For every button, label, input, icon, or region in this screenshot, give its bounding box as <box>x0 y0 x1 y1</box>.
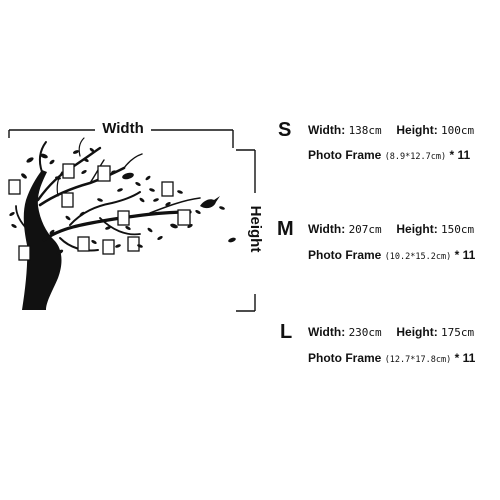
photo-frame-label: Photo Frame <box>308 351 382 365</box>
photo-frame <box>62 163 75 179</box>
width-value: 207cm <box>348 223 382 236</box>
photo-frame <box>77 236 90 252</box>
height-dimension-label: Height <box>246 193 264 265</box>
photo-frame <box>102 239 115 255</box>
photo-frame <box>97 165 111 182</box>
width-dimension-label: Width <box>97 120 149 138</box>
size-m-letter: M <box>277 218 294 240</box>
size-s-photo-frame: Photo Frame (8.9*12.7cm) * 11 <box>308 148 470 164</box>
size-s-letter: S <box>278 119 292 141</box>
bird-icon <box>200 196 220 209</box>
photo-frame-count: * 11 <box>454 351 476 365</box>
photo-frame <box>18 245 31 261</box>
photo-frame-size: (8.9*12.7cm) <box>384 152 447 162</box>
tree-trunk <box>22 170 62 310</box>
width-dimension-bracket <box>8 129 234 148</box>
photo-frame-size: (10.2*15.2cm) <box>384 252 452 262</box>
height-value: 175cm <box>441 326 475 339</box>
height-value: 100cm <box>441 124 475 137</box>
size-m-dimensions: Width: 207cm Height: 150cm <box>308 222 474 237</box>
width-label: Width: <box>308 222 346 236</box>
photo-frame <box>161 181 174 197</box>
photo-frame <box>61 192 74 208</box>
size-l-dimensions: Width: 230cm Height: 175cm <box>308 325 474 340</box>
size-m-photo-frame: Photo Frame (10.2*15.2cm) * 11 <box>308 248 475 264</box>
photo-frame-size: (12.7*17.8cm) <box>384 355 452 365</box>
photo-frame <box>127 236 140 252</box>
photo-frame-label: Photo Frame <box>308 148 382 162</box>
photo-frames <box>8 163 191 261</box>
photo-frame-count: * 11 <box>454 248 476 262</box>
size-l-letter: L <box>280 321 293 343</box>
height-value: 150cm <box>441 223 475 236</box>
height-label: Height: <box>396 325 438 339</box>
height-label: Height: <box>396 222 438 236</box>
width-value: 230cm <box>348 326 382 339</box>
photo-frame-count: * 11 <box>449 148 471 162</box>
width-label: Width: <box>308 123 346 137</box>
size-s-dimensions: Width: 138cm Height: 100cm <box>308 123 474 138</box>
photo-frame-label: Photo Frame <box>308 248 382 262</box>
width-value: 138cm <box>348 124 382 137</box>
photo-frame <box>117 210 130 226</box>
size-l-photo-frame: Photo Frame (12.7*17.8cm) * 11 <box>308 351 475 367</box>
height-label: Height: <box>396 123 438 137</box>
photo-frame <box>177 209 191 226</box>
photo-frame <box>8 179 21 195</box>
width-label: Width: <box>308 325 346 339</box>
